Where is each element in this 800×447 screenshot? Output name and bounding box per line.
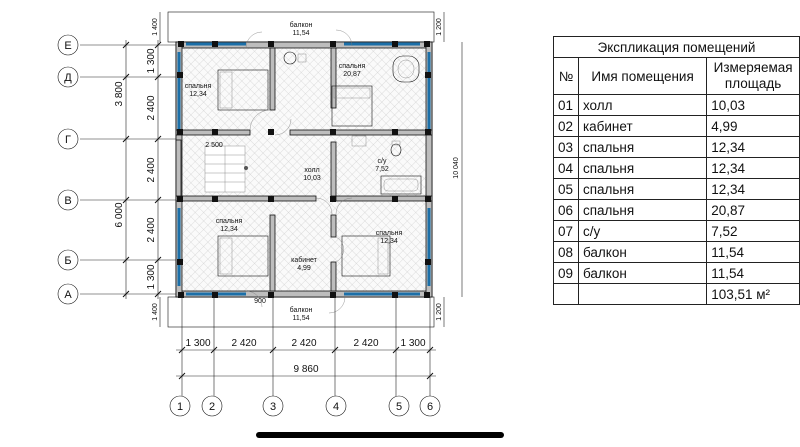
rooms-explication-table: Экспликация помещений № Имя помещения Из… bbox=[553, 36, 800, 305]
bathtub-icon bbox=[392, 55, 420, 83]
table-title: Экспликация помещений bbox=[553, 36, 800, 58]
dim-balcony-bl: 1 400 bbox=[152, 303, 159, 321]
col-header-area-line1: Измеряемая bbox=[713, 60, 793, 75]
bed-top-left bbox=[217, 69, 269, 111]
axis-number-1: 1 bbox=[177, 401, 183, 413]
wc-area: 7,52 bbox=[375, 166, 389, 173]
axis-number-6: 6 bbox=[427, 401, 433, 413]
axis-letter-b: Б bbox=[64, 255, 71, 267]
dim-left-seg-3: 2 400 bbox=[146, 157, 157, 182]
bedroom-tl-name: спальня bbox=[185, 83, 212, 90]
home-indicator[interactable] bbox=[256, 432, 504, 438]
dim-left-seg-2: 2 400 bbox=[146, 95, 157, 120]
dim-bottom-3: 2 420 bbox=[291, 338, 316, 349]
dim-right-total: 10 040 bbox=[453, 157, 460, 179]
dim-left-overall-1: 3 800 bbox=[114, 81, 125, 106]
office-area: 4,99 bbox=[297, 265, 311, 272]
col-header-name: Имя помещения bbox=[577, 57, 708, 95]
dim-left-seg-4: 2 400 bbox=[146, 217, 157, 242]
bedroom-tr-area: 20,87 bbox=[343, 71, 361, 78]
dim-bottom-4: 2 420 bbox=[353, 338, 378, 349]
axis-number-3: 3 bbox=[270, 401, 276, 413]
col-header-num: № bbox=[553, 57, 579, 95]
dim-balcony-tr: 1 200 bbox=[436, 18, 443, 36]
bedroom-tl-area: 12,34 bbox=[189, 91, 207, 98]
floor-plan: балкон 11,54 балкон 11,54 спальня 12,34 … bbox=[57, 11, 463, 417]
table-icon bbox=[283, 51, 307, 65]
dim-bottom-2: 2 420 bbox=[231, 338, 256, 349]
axis-letter-g: Г bbox=[65, 134, 71, 146]
bedroom-mr-name: спальня bbox=[376, 230, 403, 237]
axis-number-2: 2 bbox=[209, 401, 215, 413]
axis-number-4: 4 bbox=[333, 401, 339, 413]
balcony-bottom-area: 11,54 bbox=[293, 315, 310, 322]
axis-letter-a: А bbox=[64, 289, 72, 301]
door-swings bbox=[245, 29, 353, 314]
dim-left-seg-1: 1 300 bbox=[146, 48, 157, 73]
col-header-area-line2: площадь bbox=[724, 76, 782, 91]
col-header-area: Измеряемая площадь bbox=[706, 57, 800, 95]
bed-top-right bbox=[331, 85, 373, 127]
balcony-top-name: балкон bbox=[290, 21, 313, 29]
wc-name: с/у bbox=[378, 158, 387, 165]
bed-bottom-right bbox=[341, 235, 391, 277]
axis-number-5: 5 bbox=[396, 401, 402, 413]
dim-bottom-total: 9 860 bbox=[293, 364, 318, 375]
dim-left-seg-6: 1 300 bbox=[146, 264, 157, 289]
table-total-row: 103,51 м² bbox=[553, 283, 800, 305]
dim-bottom-5: 1 300 bbox=[400, 338, 425, 349]
dim-balcony-br: 1 200 bbox=[436, 303, 443, 321]
bedroom-tr-name: спальня bbox=[339, 63, 366, 70]
axis-number-bubbles: 1 2 3 4 5 6 bbox=[169, 395, 441, 417]
axis-letter-e: Е bbox=[64, 40, 71, 52]
bedroom-mr-area: 12,34 bbox=[380, 238, 398, 245]
office-name: кабинет bbox=[291, 256, 318, 264]
balcony-top-area: 11,54 bbox=[293, 30, 310, 37]
dim-balcony-tl: 1 400 bbox=[152, 18, 159, 36]
dim-left-overall-2: 6 000 bbox=[114, 202, 125, 227]
axis-letter-v: В bbox=[64, 195, 71, 207]
bedroom-ml-area: 12,34 bbox=[220, 226, 238, 233]
stairs-icon bbox=[204, 145, 246, 193]
opening-2500: 2 500 bbox=[205, 142, 223, 149]
bedroom-ml-name: спальня bbox=[216, 218, 243, 225]
total-area: 103,51 м² bbox=[706, 283, 800, 305]
opening-900: 900 bbox=[254, 298, 266, 305]
axis-letter-bubbles: Е Д Г В Б А bbox=[57, 34, 79, 305]
hall-area: 10,03 bbox=[303, 175, 321, 182]
bed-bottom-left bbox=[217, 235, 269, 277]
bath-fixtures-icon bbox=[351, 135, 422, 195]
hall-name: холл bbox=[304, 167, 319, 174]
dim-bottom-1: 1 300 bbox=[185, 338, 210, 349]
axis-letter-d: Д bbox=[64, 72, 72, 84]
balcony-bottom-name: балкон bbox=[290, 306, 313, 314]
